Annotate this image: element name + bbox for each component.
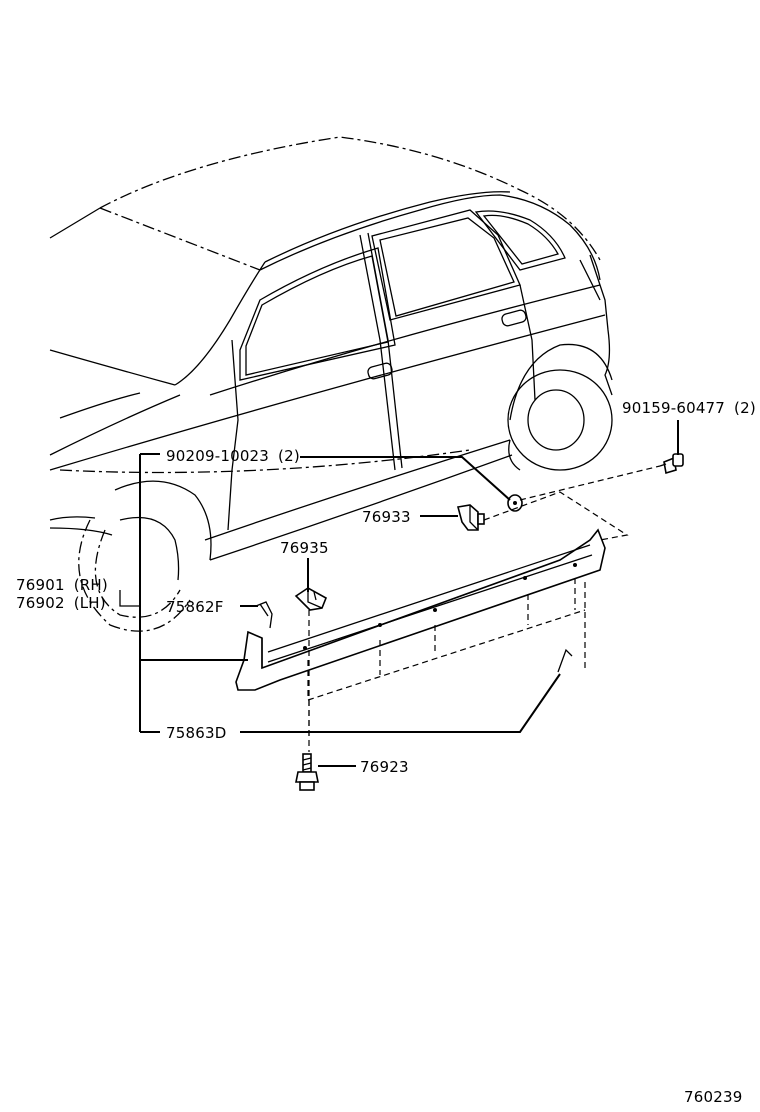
label-90159-60477: 90159-60477 (2) [622, 399, 756, 417]
car-body-outline [49, 136, 613, 632]
clip-76935 [294, 587, 328, 611]
label-90209-10023: 90209-10023 (2) [166, 447, 300, 465]
label-76933: 76933 [362, 508, 411, 526]
rocker-molding [235, 528, 606, 701]
bracket-75862f [255, 601, 273, 629]
part-labels: 90159-60477 (2) 90209-10023 (2) 76933 76… [16, 399, 756, 1106]
bolt-90159 [659, 453, 684, 475]
label-75862f: 75862F [166, 598, 224, 616]
bracket-75863d [557, 648, 573, 673]
bolt-76923 [295, 753, 319, 791]
leader-lines [119, 420, 679, 767]
clip-76933 [457, 504, 485, 531]
label-76901-rh: 76901 (RH) [16, 576, 108, 594]
diagram-id: 760239 [684, 1088, 742, 1106]
label-76923: 76923 [360, 758, 409, 776]
label-75863d: 75863D [166, 724, 226, 742]
label-76902-lh: 76902 (LH) [16, 594, 106, 612]
label-76935: 76935 [280, 539, 329, 557]
screw-90209 [507, 494, 523, 512]
